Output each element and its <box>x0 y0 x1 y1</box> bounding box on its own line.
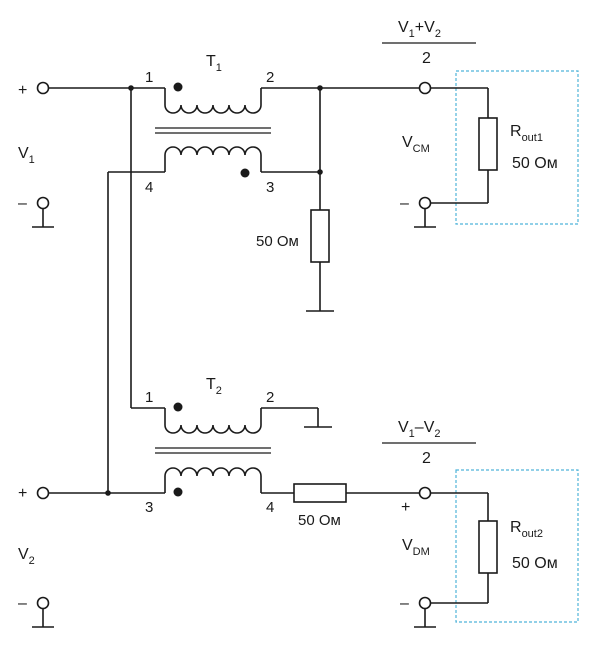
t2-pin-3: 3 <box>145 499 153 516</box>
t2-primary-coil <box>164 408 262 434</box>
dm-minus-terminal <box>418 596 432 610</box>
series-branch: 50 Ом <box>261 483 420 529</box>
rout1-value: 50 Ом <box>512 155 558 172</box>
series-resistor <box>293 483 347 503</box>
cm-minus-sign: – <box>400 195 409 212</box>
transformer-t1: T1 1 2 4 3 <box>145 53 420 196</box>
v1-minus-sign: – <box>18 195 27 212</box>
junction-dot <box>317 85 323 91</box>
rout1-label: Rout1 <box>510 123 543 144</box>
v1-label: V1 <box>18 145 35 166</box>
t2-pin-2: 2 <box>266 389 274 406</box>
t2-secondary-coil <box>164 467 262 493</box>
cm-plus-terminal <box>418 81 432 95</box>
vcm-label: VCM <box>402 134 430 155</box>
t1-secondary-coil <box>164 146 262 172</box>
t2-polarity-dot <box>173 487 183 497</box>
vdm-label: VDM <box>402 537 430 558</box>
t2-polarity-dot <box>173 402 183 412</box>
rout1-resistor <box>478 117 498 171</box>
load-box-cm <box>455 70 579 225</box>
diff-denominator: 2 <box>422 450 431 467</box>
series-resistor-label: 50 Ом <box>298 512 341 529</box>
cross-wiring <box>105 85 165 496</box>
output-dm: V1–V2 2 + – VDM Rout2 50 Ом <box>382 419 558 628</box>
t1-pin-4: 4 <box>145 179 153 196</box>
rout2-label: Rout2 <box>510 519 543 540</box>
t1-label: T1 <box>206 53 222 74</box>
diff-expression: V1–V2 <box>398 419 441 440</box>
input-v2: + V2 – <box>18 485 165 628</box>
junction-dot <box>105 490 111 496</box>
rout2-resistor <box>478 520 498 574</box>
load-box-dm <box>455 469 579 623</box>
t1-polarity-dot <box>240 168 250 178</box>
v2-plus-terminal <box>36 486 50 500</box>
v2-minus-terminal <box>36 596 50 610</box>
t1-pin-1: 1 <box>145 69 153 86</box>
v2-plus-sign: + <box>18 485 27 502</box>
v1-minus-terminal <box>36 196 50 210</box>
t1-polarity-dot <box>173 82 183 92</box>
sum-expression: V1+V2 <box>398 19 441 40</box>
t1-pin-2: 2 <box>266 69 274 86</box>
t2-label: T2 <box>206 376 222 397</box>
shunt-resistor <box>310 209 330 263</box>
v1-plus-sign: + <box>18 82 27 99</box>
t1-primary-coil <box>164 88 262 114</box>
dm-plus-sign: + <box>401 499 410 516</box>
output-cm: V1+V2 2 – VCM Rout1 50 Ом <box>382 19 558 228</box>
t2-pin-4: 4 <box>266 499 274 516</box>
rout2-value: 50 Ом <box>512 555 558 572</box>
input-v1: + V1 – <box>18 81 165 228</box>
junction-dot <box>128 85 134 91</box>
cm-minus-terminal <box>418 196 432 210</box>
v2-label: V2 <box>18 546 35 567</box>
t2-pin-1: 1 <box>145 389 153 406</box>
shunt-resistor-label: 50 Ом <box>256 233 299 250</box>
dm-plus-terminal <box>418 486 432 500</box>
v2-minus-sign: – <box>18 595 27 612</box>
t1-pin-3: 3 <box>266 179 274 196</box>
dm-minus-sign: – <box>400 595 409 612</box>
shunt-branch: 50 Ом <box>256 85 334 312</box>
transformer-t2: T2 1 2 3 4 <box>145 376 332 516</box>
sum-denominator: 2 <box>422 50 431 67</box>
v1-plus-terminal <box>36 81 50 95</box>
junction-dot <box>317 169 323 175</box>
